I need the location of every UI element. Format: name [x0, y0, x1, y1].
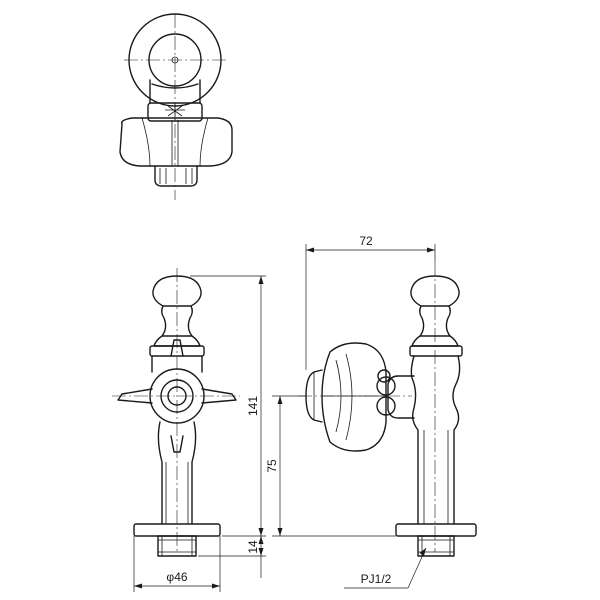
dimension-lines [133, 244, 436, 592]
side-view [298, 262, 477, 557]
dimension-14-label: 14 [246, 540, 260, 554]
front-view [112, 268, 240, 557]
top-view [119, 13, 233, 200]
thread-size-label: PJ1/2 [361, 572, 392, 586]
dimension-diameter-46-label: φ46 [166, 570, 187, 584]
dimension-75-label: 75 [265, 459, 279, 473]
dimension-141-label: 141 [246, 396, 260, 416]
dimension-72-label: 72 [359, 234, 373, 248]
